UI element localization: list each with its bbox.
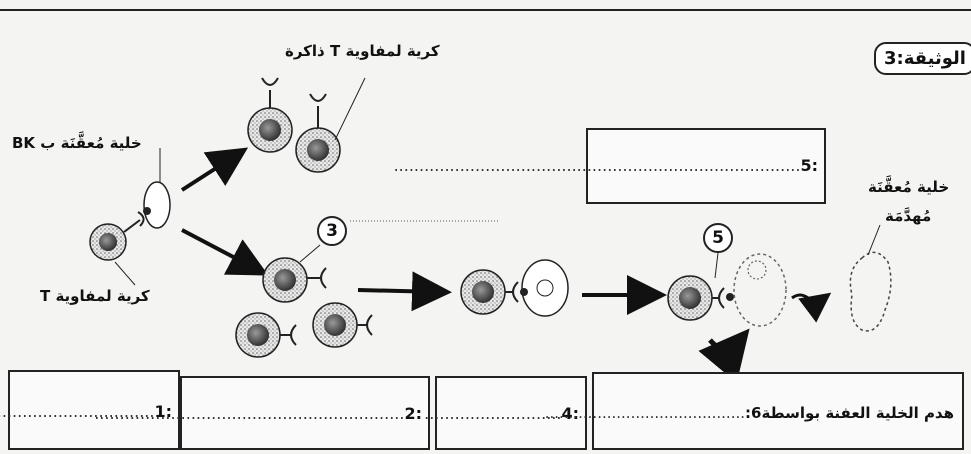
- memory-t-label: كرية لمفاوية T ذاكرة: [285, 42, 440, 60]
- effector-t-cell-3: [312, 302, 373, 348]
- step5-pointer: [714, 252, 719, 279]
- infected-bk-label: خلية مُعقَّنَة ب BK: [12, 134, 142, 152]
- arrow-to-memory: [180, 147, 249, 192]
- memory-t-cell-1: [247, 77, 293, 153]
- curved-arrow: [698, 328, 750, 383]
- box1-number: :1: [154, 402, 172, 421]
- box4-text: :4...........................: [424, 404, 579, 423]
- answer-box-2[interactable]: :2......................................…: [94, 376, 430, 450]
- box1-text: :1.....................................: [0, 402, 172, 421]
- contact-t-cell: [460, 269, 519, 315]
- lysing-cell: [733, 253, 787, 327]
- arrow-to-effector: [181, 228, 269, 276]
- tcell-label-pointer: [114, 261, 136, 286]
- destroyed-label-pointer: [867, 224, 881, 256]
- t-cell-label: كرية لمفاوية T: [40, 287, 150, 305]
- box6-text: هدم الخلية العفنة بواسطة6:..............…: [545, 404, 954, 422]
- document-label: الوثيقة:3: [874, 42, 971, 75]
- destroyed-cell-label-2: مُهدَّمَة: [885, 207, 932, 225]
- memory-label-pointer: [334, 77, 366, 141]
- initial-t-cell: [89, 211, 145, 261]
- contact-infected-cell: [520, 259, 569, 317]
- effector-t-cell-2: [235, 312, 297, 358]
- answer-box-6[interactable]: هدم الخلية العفنة بواسطة6:..............…: [545, 372, 964, 450]
- arrow-to-destroyed: [791, 292, 832, 323]
- box6-prefix: هدم الخلية العفنة بواسطة6:: [745, 404, 954, 422]
- box1-dots: .....................................: [0, 402, 155, 421]
- box2-number: :2: [404, 404, 422, 423]
- answer-box-5[interactable]: :5......................................…: [394, 128, 826, 204]
- memory-t-cell-2: [295, 93, 341, 173]
- killer-t-cell: [667, 275, 734, 321]
- step3-pointer: [299, 244, 321, 263]
- answer-box-4[interactable]: :4...........................: [424, 376, 587, 450]
- step-5-marker: 5: [703, 223, 733, 253]
- box5-text: :5......................................…: [394, 156, 818, 175]
- effector-t-cell-1: [262, 257, 327, 303]
- box4-number: :4: [561, 404, 579, 423]
- box6-dots: ........................................…: [544, 404, 746, 422]
- initial-infected-cell: [143, 181, 171, 229]
- answer-box-1[interactable]: :1.....................................: [0, 370, 180, 450]
- box4-dots: ...........................: [424, 404, 562, 423]
- box2-dots: ........................................…: [94, 404, 405, 423]
- destroyed-cell: [849, 251, 892, 332]
- box5-dots: ........................................…: [393, 156, 801, 175]
- box5-number: :5: [800, 156, 818, 175]
- arrow-to-contact: [357, 271, 452, 312]
- destroyed-cell-label-1: خلية مُعقَّنَة: [868, 178, 950, 196]
- box2-text: :2......................................…: [94, 404, 422, 423]
- step-3-marker: 3: [317, 216, 347, 246]
